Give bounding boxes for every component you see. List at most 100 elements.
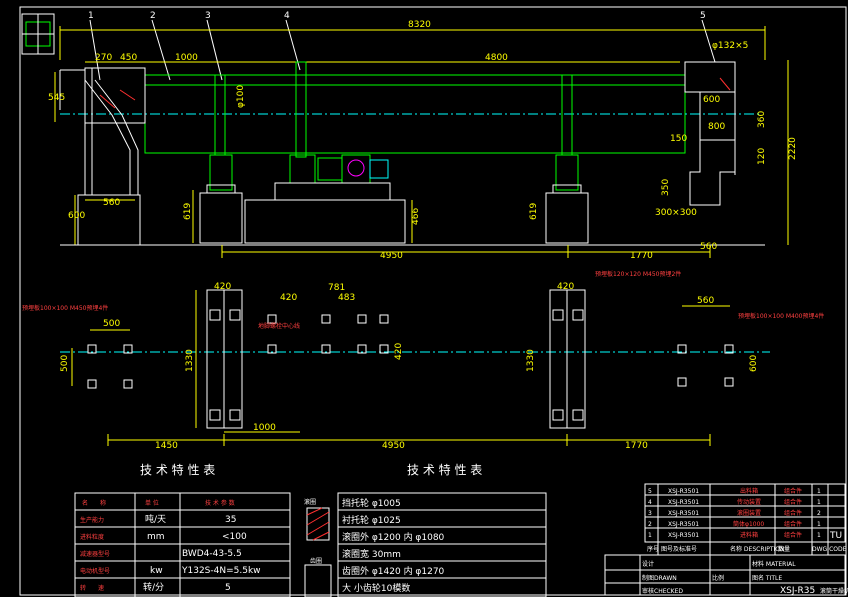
svg-text:组合件: 组合件 [784, 509, 802, 517]
dim-483: 483 [338, 293, 355, 303]
svg-text:1: 1 [817, 488, 821, 495]
svg-text:进料粒度: 进料粒度 [80, 533, 104, 541]
note-right: 预埋板100×100 M400预埋4件 [738, 312, 824, 320]
svg-text:滚圈宽 30mm: 滚圈宽 30mm [342, 548, 401, 560]
dim-420-c: 420 [557, 282, 574, 292]
section-label: 滚圈 [304, 498, 316, 506]
svg-text:转 速: 转 速 [80, 584, 104, 592]
svg-text:序号: 序号 [647, 545, 659, 553]
svg-text:DWG CODE: DWG CODE [812, 546, 847, 553]
svg-text:1450: 1450 [155, 441, 178, 451]
note-left: 预埋板100×100 M450预埋4件 [22, 304, 108, 312]
plan-roller-station-1 [206, 289, 243, 429]
dim-bottom-elevation: 4950 1770 560 [221, 242, 717, 261]
support-stand-right [545, 74, 589, 244]
plan-foundation-left [87, 344, 133, 389]
svg-text:XSJ-R3501: XSJ-R3501 [668, 521, 699, 528]
svg-text:4950: 4950 [382, 441, 405, 451]
support-stand-left [199, 74, 243, 244]
dim-150: 150 [670, 134, 687, 144]
drum-body [60, 74, 760, 154]
svg-text:进料箱: 进料箱 [740, 531, 758, 539]
callout-4: 4 [284, 11, 290, 21]
svg-text:技 术 参 数: 技 术 参 数 [205, 499, 235, 507]
svg-text:单 位: 单 位 [145, 499, 159, 507]
svg-text:450: 450 [120, 53, 137, 63]
svg-text:大 小齿轮10模数: 大 小齿轮10模数 [342, 582, 410, 594]
tech-table-left [74, 492, 291, 597]
dim-360: 360 [757, 111, 767, 128]
svg-text:传动装置: 传动装置 [737, 498, 761, 506]
svg-text:图号及标准号: 图号及标准号 [661, 545, 697, 553]
dim-600-left: 600 [68, 211, 85, 221]
dim-619-right: 619 [529, 203, 539, 220]
svg-text:4800: 4800 [485, 53, 508, 63]
svg-text:组合件: 组合件 [784, 531, 802, 539]
plan-roller-station-2 [549, 289, 586, 429]
dim-120: 120 [757, 148, 767, 165]
tech-table-right [337, 492, 547, 597]
title-block [604, 554, 846, 596]
svg-text:XSJ-R3501: XSJ-R3501 [668, 488, 699, 495]
dim-619-left: 619 [183, 203, 193, 220]
svg-text:1770: 1770 [630, 251, 653, 261]
svg-text:组合件: 组合件 [784, 520, 802, 528]
dim-500: 500 [103, 319, 120, 329]
dim-800: 800 [708, 122, 725, 132]
svg-text:生产能力: 生产能力 [80, 516, 104, 524]
svg-text:XSJ-R3501: XSJ-R3501 [668, 510, 699, 517]
svg-text:组合件: 组合件 [784, 487, 802, 495]
svg-text:数量: 数量 [778, 545, 790, 553]
svg-text:1: 1 [817, 532, 821, 539]
svg-text:1: 1 [648, 532, 652, 539]
dim-500-v: 500 [60, 355, 70, 372]
svg-text:3: 3 [648, 510, 652, 517]
dim-781: 781 [328, 283, 345, 293]
dim-1330-b: 1330 [526, 349, 536, 372]
tech-table-left-title: 技 术 特 性 表 [140, 462, 215, 477]
svg-text:1000: 1000 [253, 423, 276, 433]
callout-2: 2 [150, 11, 156, 21]
svg-text:4: 4 [648, 499, 652, 506]
dim-420-b: 420 [280, 293, 297, 303]
svg-text:组合件: 组合件 [784, 498, 802, 506]
svg-text:BWD4-43-5.5: BWD4-43-5.5 [182, 549, 242, 559]
svg-text:XSJ-R3501: XSJ-R3501 [668, 499, 699, 506]
dim-560: 560 [697, 296, 714, 306]
svg-text:挡托轮 φ1005: 挡托轮 φ1005 [342, 497, 401, 509]
svg-text:XSJ-R3501: XSJ-R3501 [668, 532, 699, 539]
drive-unit [244, 61, 406, 244]
plan-drive-bolts [267, 314, 389, 354]
svg-text:电动机型号: 电动机型号 [80, 567, 110, 575]
dim-600-top: 600 [703, 95, 720, 105]
dim-350: 350 [661, 179, 671, 196]
svg-text:1: 1 [817, 499, 821, 506]
dim-545: 545 [48, 93, 65, 103]
svg-text:吨/天: 吨/天 [145, 513, 166, 525]
dim-420-a: 420 [214, 282, 231, 292]
callout-1: 1 [88, 11, 94, 21]
svg-text:5: 5 [225, 583, 231, 593]
dim-total-length: 8320 [59, 20, 766, 60]
callout-3: 3 [205, 11, 211, 21]
dim-300x300: 300×300 [655, 208, 697, 218]
corner-symbol [21, 13, 55, 55]
svg-text:审核CHECKED: 审核CHECKED [642, 587, 683, 595]
svg-text:滚圈装置: 滚圈装置 [737, 509, 761, 517]
svg-text:名 称: 名 称 [82, 499, 106, 507]
svg-text:8320: 8320 [408, 20, 431, 30]
dim-phi100: φ100 [236, 85, 246, 108]
drawing-frame [19, 6, 847, 596]
partial-code: TU [829, 531, 842, 541]
svg-text:设计: 设计 [642, 560, 654, 568]
discharge-box [684, 61, 736, 206]
dim-pipe: φ132×5 [712, 41, 748, 51]
section-label-2: 齿圈 [310, 557, 322, 565]
svg-text:名称 DESCRIPTION: 名称 DESCRIPTION [730, 545, 785, 553]
svg-text:滚圈外 φ1200 内 φ1080: 滚圈外 φ1200 内 φ1080 [342, 531, 445, 543]
svg-text:5: 5 [648, 488, 652, 495]
svg-text:1000: 1000 [175, 53, 198, 63]
svg-text:mm: mm [147, 532, 165, 542]
dim-2220: 2220 [788, 137, 798, 160]
svg-text:35: 35 [225, 515, 236, 525]
